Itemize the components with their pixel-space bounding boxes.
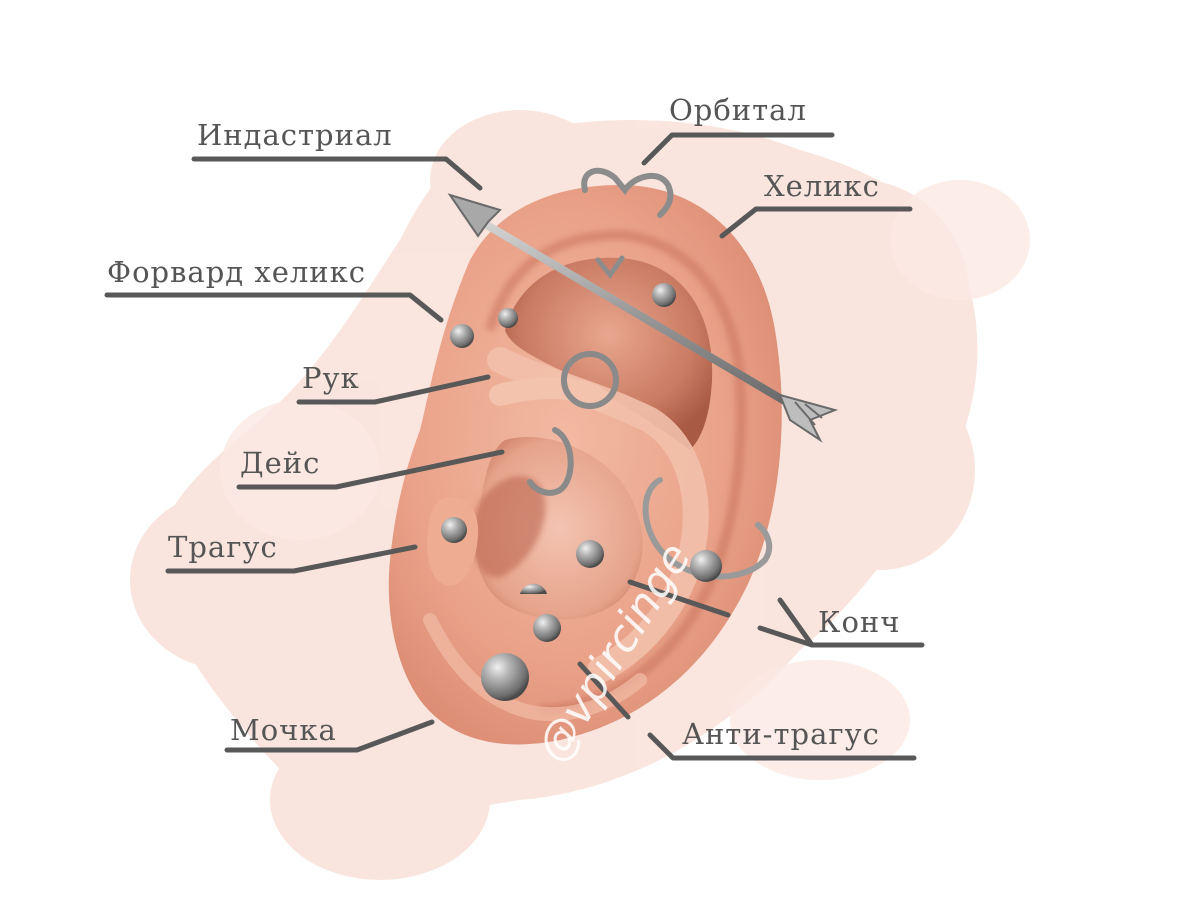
- conch-ring-ball: [690, 550, 722, 582]
- label-forward-helix: Форвард хеликс: [107, 255, 366, 289]
- label-orbital: Орбитал: [669, 93, 807, 127]
- leader-helix: [719, 206, 913, 239]
- label-rook: Рук: [302, 361, 360, 395]
- label-daith: Дейс: [240, 446, 321, 480]
- anti-tragus-ball: [533, 614, 561, 642]
- tragus-ball: [441, 517, 467, 543]
- leader-tragus: [165, 544, 418, 574]
- label-tragus: Трагус: [168, 530, 278, 564]
- leader-lines: [104, 132, 925, 761]
- ear-lobe: [423, 613, 647, 722]
- leader-conch-3: [777, 597, 815, 648]
- conch-ball: [576, 540, 604, 568]
- industrial-bar: [466, 211, 804, 414]
- label-lobe: Мочка: [230, 713, 337, 747]
- leader-rook: [296, 374, 491, 405]
- arrow-fletching-icon: [778, 393, 839, 443]
- leader-anti-tragus-2: [647, 732, 917, 761]
- leader-industrial: [191, 156, 483, 191]
- label-anti-tragus: Анти-трагус: [682, 717, 880, 751]
- watercolor-wash-light: [220, 180, 1030, 780]
- daith-ring: [527, 427, 574, 496]
- lobe-ball: [481, 653, 529, 701]
- ear: [388, 185, 782, 745]
- leader-orbital: [641, 132, 835, 166]
- leader-forward-helix: [104, 292, 444, 323]
- conch-half-ball: [520, 583, 547, 594]
- forward-helix-ball: [450, 324, 474, 348]
- leader-conch: [627, 579, 731, 618]
- arrow-head-icon: [447, 193, 502, 238]
- rook-ring: [561, 351, 619, 409]
- label-conch: Конч: [818, 605, 901, 639]
- jewelry: [441, 167, 839, 701]
- orbital-heart: [581, 167, 674, 218]
- label-helix: Хеликс: [764, 169, 880, 203]
- leader-lobe: [224, 719, 435, 753]
- label-industrial: Индастриал: [197, 118, 393, 152]
- leader-daith: [236, 449, 505, 490]
- leader-anti-tragus: [577, 661, 631, 720]
